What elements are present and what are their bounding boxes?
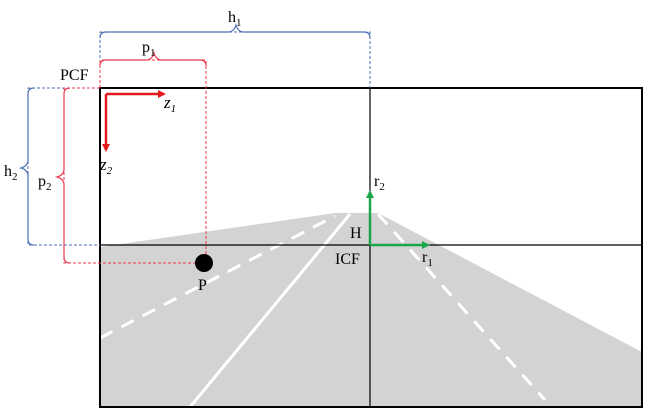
center-solid-lane bbox=[188, 213, 352, 408]
p2-guide bbox=[63, 87, 206, 264]
left-dashed-lane bbox=[99, 214, 336, 340]
h1-brace bbox=[99, 22, 371, 39]
h2-label: h2 bbox=[4, 163, 18, 183]
p1-brace bbox=[99, 50, 207, 67]
p1-guide bbox=[99, 59, 207, 262]
p1-label: p1 bbox=[142, 39, 156, 59]
r1-label: r1 bbox=[422, 249, 433, 269]
z2-label: z2 bbox=[99, 155, 113, 177]
point-p-label: P bbox=[198, 277, 207, 294]
image-frame bbox=[99, 87, 643, 408]
z1-label: z1 bbox=[163, 93, 176, 115]
icf-label: ICF bbox=[335, 251, 360, 268]
r2-label: r2 bbox=[374, 173, 385, 193]
point-p-marker bbox=[195, 254, 213, 272]
h2-brace bbox=[18, 87, 35, 246]
h-center-label: H bbox=[350, 225, 362, 242]
h1-label: h1 bbox=[228, 9, 242, 29]
pcf-label: PCF bbox=[60, 67, 89, 84]
right-dashed-lane bbox=[376, 212, 547, 402]
p2-brace bbox=[54, 87, 71, 264]
p2-label: p2 bbox=[38, 173, 52, 193]
